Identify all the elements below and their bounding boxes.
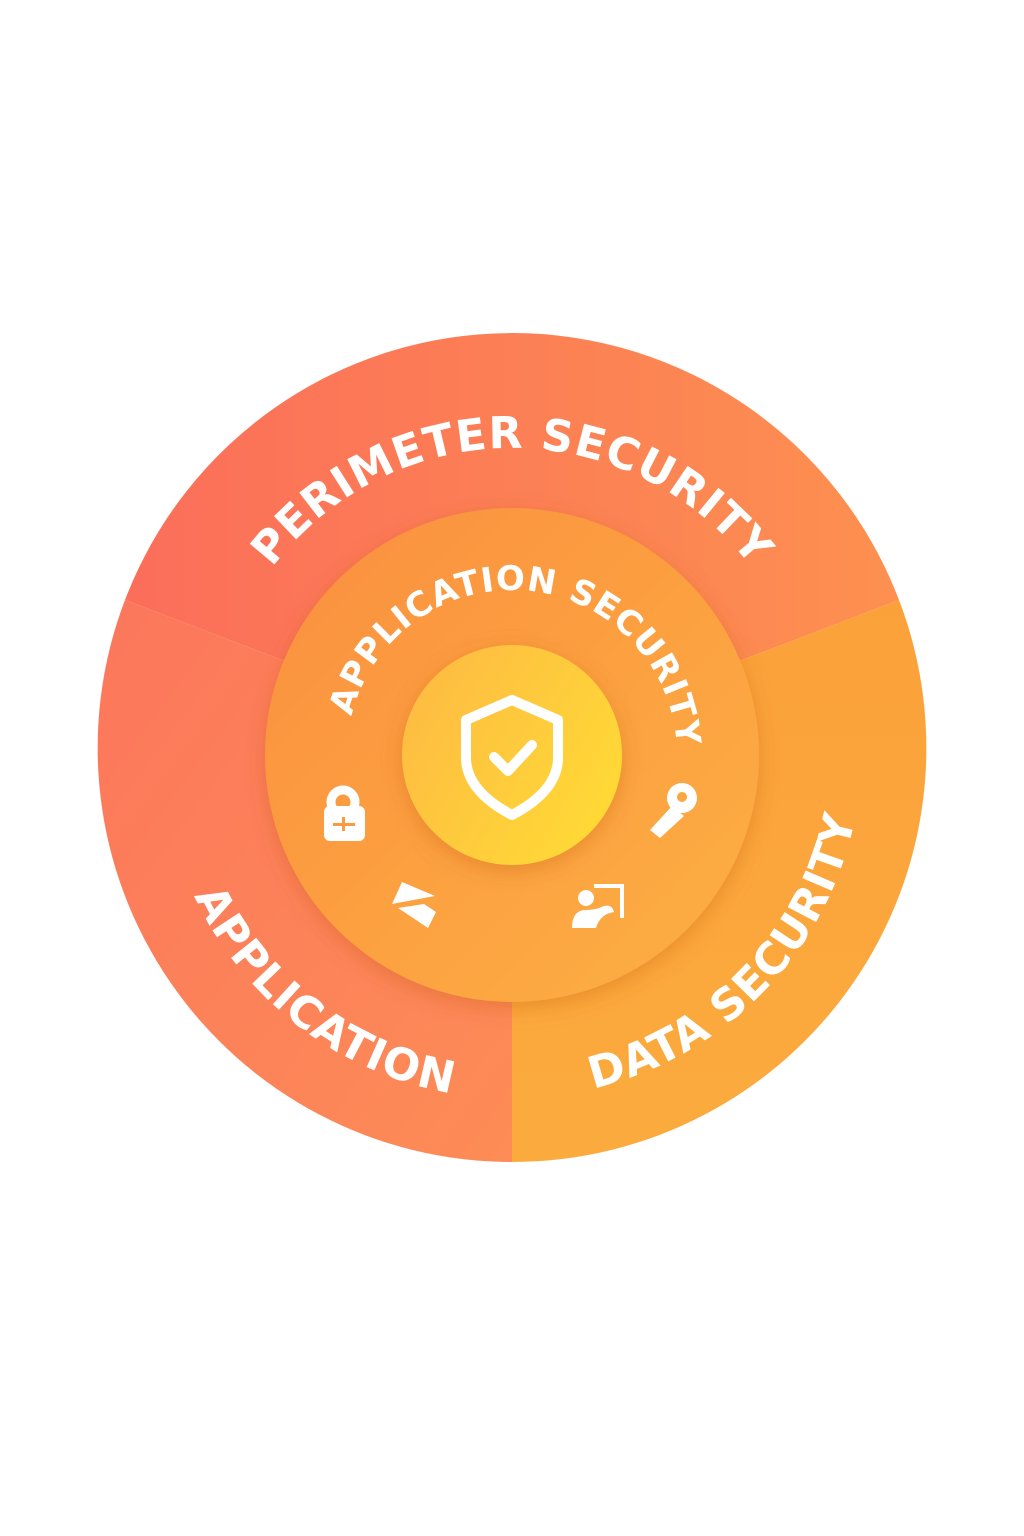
shield-check-icon: [461, 695, 563, 820]
lock-icon: [324, 785, 365, 841]
user-frame-icon: [572, 884, 624, 928]
key-icon: [650, 783, 697, 838]
core-circle: [402, 645, 622, 865]
documents-icon: [392, 882, 436, 928]
